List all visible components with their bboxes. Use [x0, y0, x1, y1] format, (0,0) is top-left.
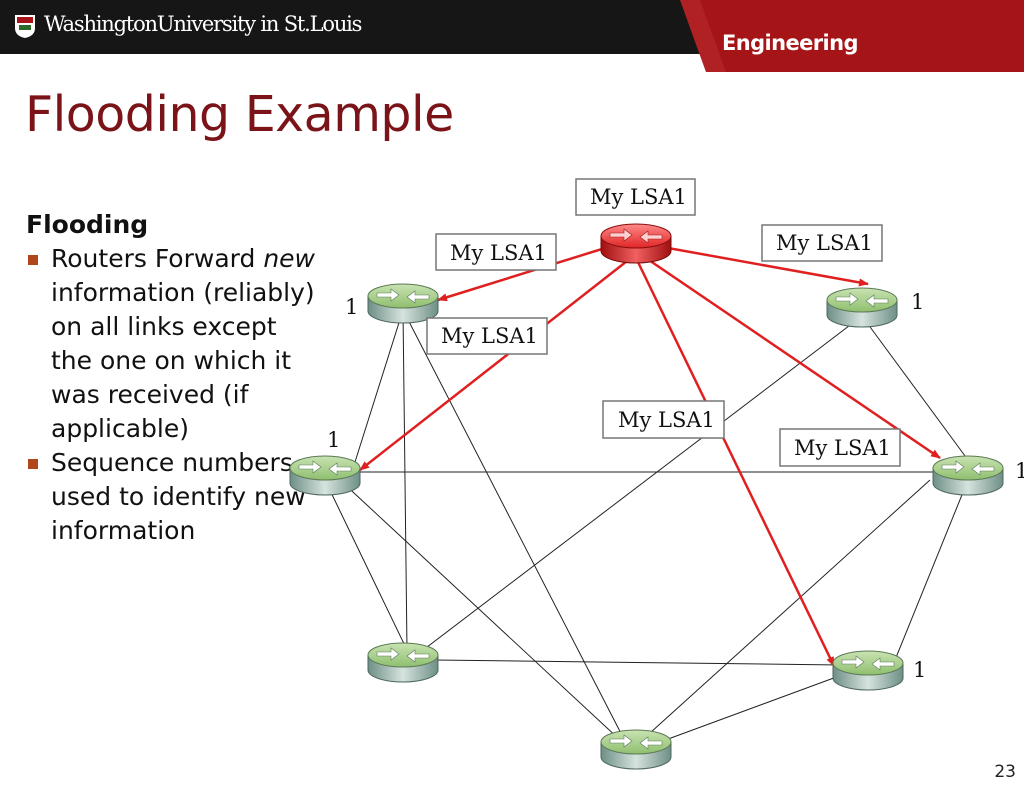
flood-arrow: [667, 246, 869, 287]
flood-arrows: [359, 242, 941, 667]
lsa-message-box: My LSA1: [426, 317, 548, 355]
lsa-message-boxes: My LSA1 My LSA1 My LSA1 My LSA1 My LSA1 …: [426, 178, 901, 467]
router-counters: 1 1 1 1 1: [327, 290, 1024, 682]
svg-text:My LSA1: My LSA1: [794, 436, 891, 460]
router-icon: [832, 650, 904, 691]
router-icon: [289, 455, 361, 496]
link-line: [324, 479, 408, 651]
slide-title: Flooding Example: [25, 86, 454, 143]
router-counter-label: 1: [911, 290, 924, 314]
university-crest-icon: [15, 15, 35, 38]
bullet-item: Routers Forward new information (reliabl…: [26, 242, 316, 446]
school-logo-text: Engineering: [722, 31, 859, 55]
lsa-message-box: My LSA1: [761, 224, 883, 262]
svg-text:My LSA1: My LSA1: [590, 185, 687, 209]
router-icon: [367, 642, 439, 683]
link-line: [402, 309, 408, 651]
lsa-message-box: My LSA1: [575, 178, 696, 216]
flood-arrow: [634, 257, 836, 667]
router-icon: [826, 287, 898, 328]
header-bar: WashingtonUniversity in St.Louis Enginee…: [0, 0, 1024, 72]
svg-text:My LSA1: My LSA1: [450, 241, 547, 265]
flood-arrow: [639, 252, 941, 460]
network-links: [324, 309, 969, 746]
header-red-band: [680, 0, 1024, 72]
bullet-text: Sequence numbers used to identify new in…: [51, 448, 306, 545]
router-counter-label: 1: [345, 295, 358, 319]
bullet-text: information (reliably) on all links exce…: [51, 278, 315, 443]
routers: [289, 223, 1004, 770]
router-icon: [367, 283, 439, 324]
lsa-message-box: My LSA1: [602, 400, 725, 439]
page-number: 23: [994, 762, 1016, 782]
link-line: [434, 659, 841, 666]
link-line: [861, 315, 969, 461]
lsa-message-box: My LSA1: [779, 428, 901, 467]
svg-text:My LSA1: My LSA1: [441, 324, 538, 348]
list-heading: Flooding: [26, 210, 149, 239]
source-router-icon: [600, 223, 672, 264]
svg-text:My LSA1: My LSA1: [618, 408, 715, 432]
bullet-text: Routers Forward: [51, 244, 264, 273]
link-line: [894, 479, 969, 661]
link-line: [339, 479, 621, 741]
link-line: [354, 309, 404, 463]
link-line: [639, 479, 931, 743]
university-logo-text: WashingtonUniversity in St.Louis: [44, 12, 362, 36]
router-icon: [932, 455, 1004, 496]
router-counter-label: 1: [913, 658, 926, 682]
router-counter-label: 1: [1015, 459, 1024, 483]
router-icon: [600, 729, 672, 770]
bullet-item: Sequence numbers used to identify new in…: [26, 446, 316, 548]
link-line: [409, 315, 863, 661]
bullet-list: Flooding Routers Forward new information…: [26, 208, 316, 548]
flood-arrow: [437, 242, 619, 302]
bullet-square-icon: [28, 459, 38, 469]
lsa-message-box: My LSA1: [435, 233, 557, 271]
bullet-square-icon: [28, 255, 38, 265]
flood-arrow: [359, 253, 637, 471]
svg-text:My LSA1: My LSA1: [776, 231, 873, 255]
router-counter-label: 1: [327, 428, 340, 452]
bullet-emphasis: new: [263, 244, 315, 273]
link-line: [659, 671, 851, 743]
link-line: [402, 309, 628, 746]
